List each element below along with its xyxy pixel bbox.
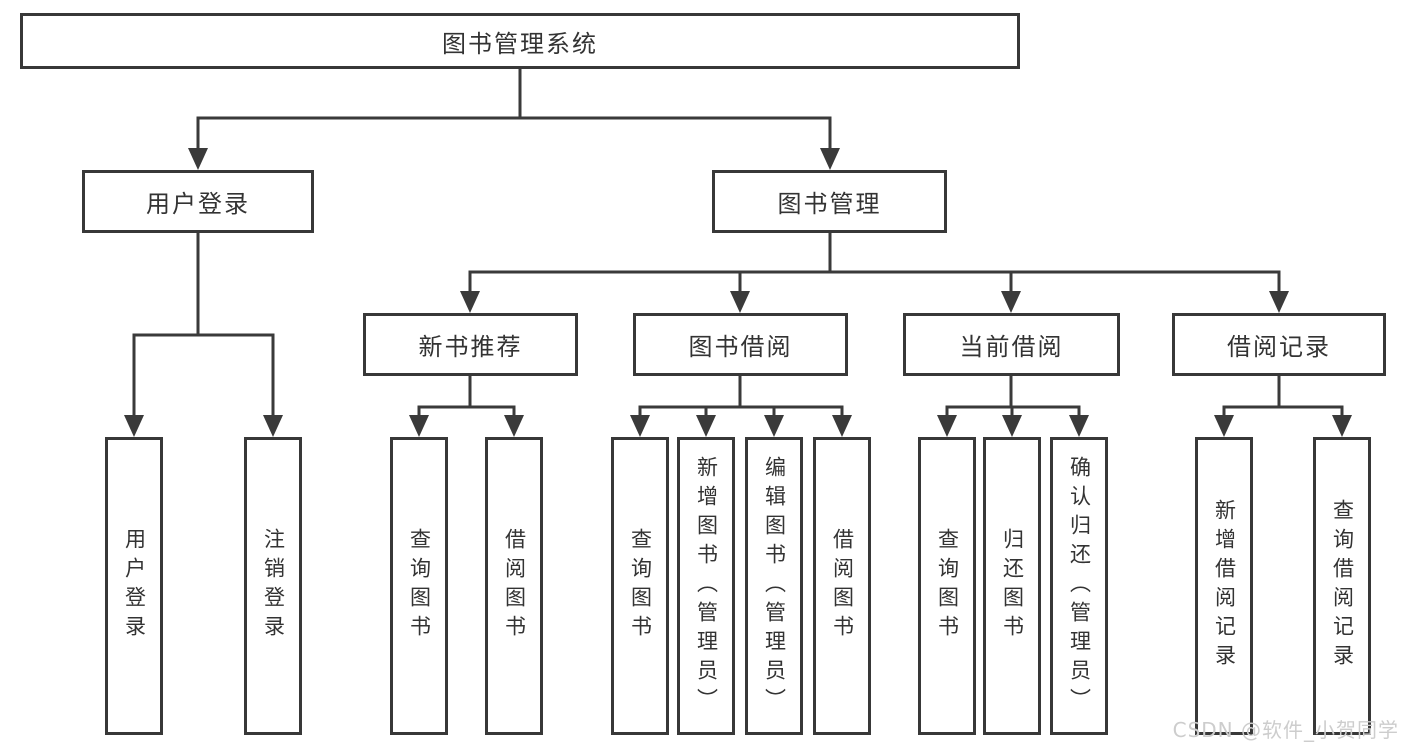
leaf-logout: 注销登录 [244, 437, 302, 735]
node-new-book-recommend: 新书推荐 [363, 313, 578, 376]
leaf-bb-add-book-admin: 新增图书（管理员） [677, 437, 735, 735]
node-current-borrowing: 当前借阅 [903, 313, 1120, 376]
leaf-bb-borrow-books: 借阅图书 [813, 437, 871, 735]
node-book-management: 图书管理 [712, 170, 947, 233]
leaf-cb-return-books: 归还图书 [983, 437, 1041, 735]
csdn-watermark: CSDN @软件_小贺同学 [1172, 718, 1399, 742]
leaf-nbr-query-books: 查询图书 [390, 437, 448, 735]
node-borrowing-records: 借阅记录 [1172, 313, 1386, 376]
node-root: 图书管理系统 [20, 13, 1020, 69]
leaf-br-query-record: 查询借阅记录 [1313, 437, 1371, 735]
leaf-cb-confirm-return-admin: 确认归还（管理员） [1050, 437, 1108, 735]
node-book-borrowing: 图书借阅 [633, 313, 848, 376]
leaf-cb-query-books: 查询图书 [918, 437, 976, 735]
leaf-user-login: 用户登录 [105, 437, 163, 735]
leaf-bb-query-books: 查询图书 [611, 437, 669, 735]
leaf-br-add-record: 新增借阅记录 [1195, 437, 1253, 735]
node-user-login-branch: 用户登录 [82, 170, 314, 233]
leaf-nbr-borrow-books: 借阅图书 [485, 437, 543, 735]
leaf-bb-edit-book-admin: 编辑图书（管理员） [745, 437, 803, 735]
